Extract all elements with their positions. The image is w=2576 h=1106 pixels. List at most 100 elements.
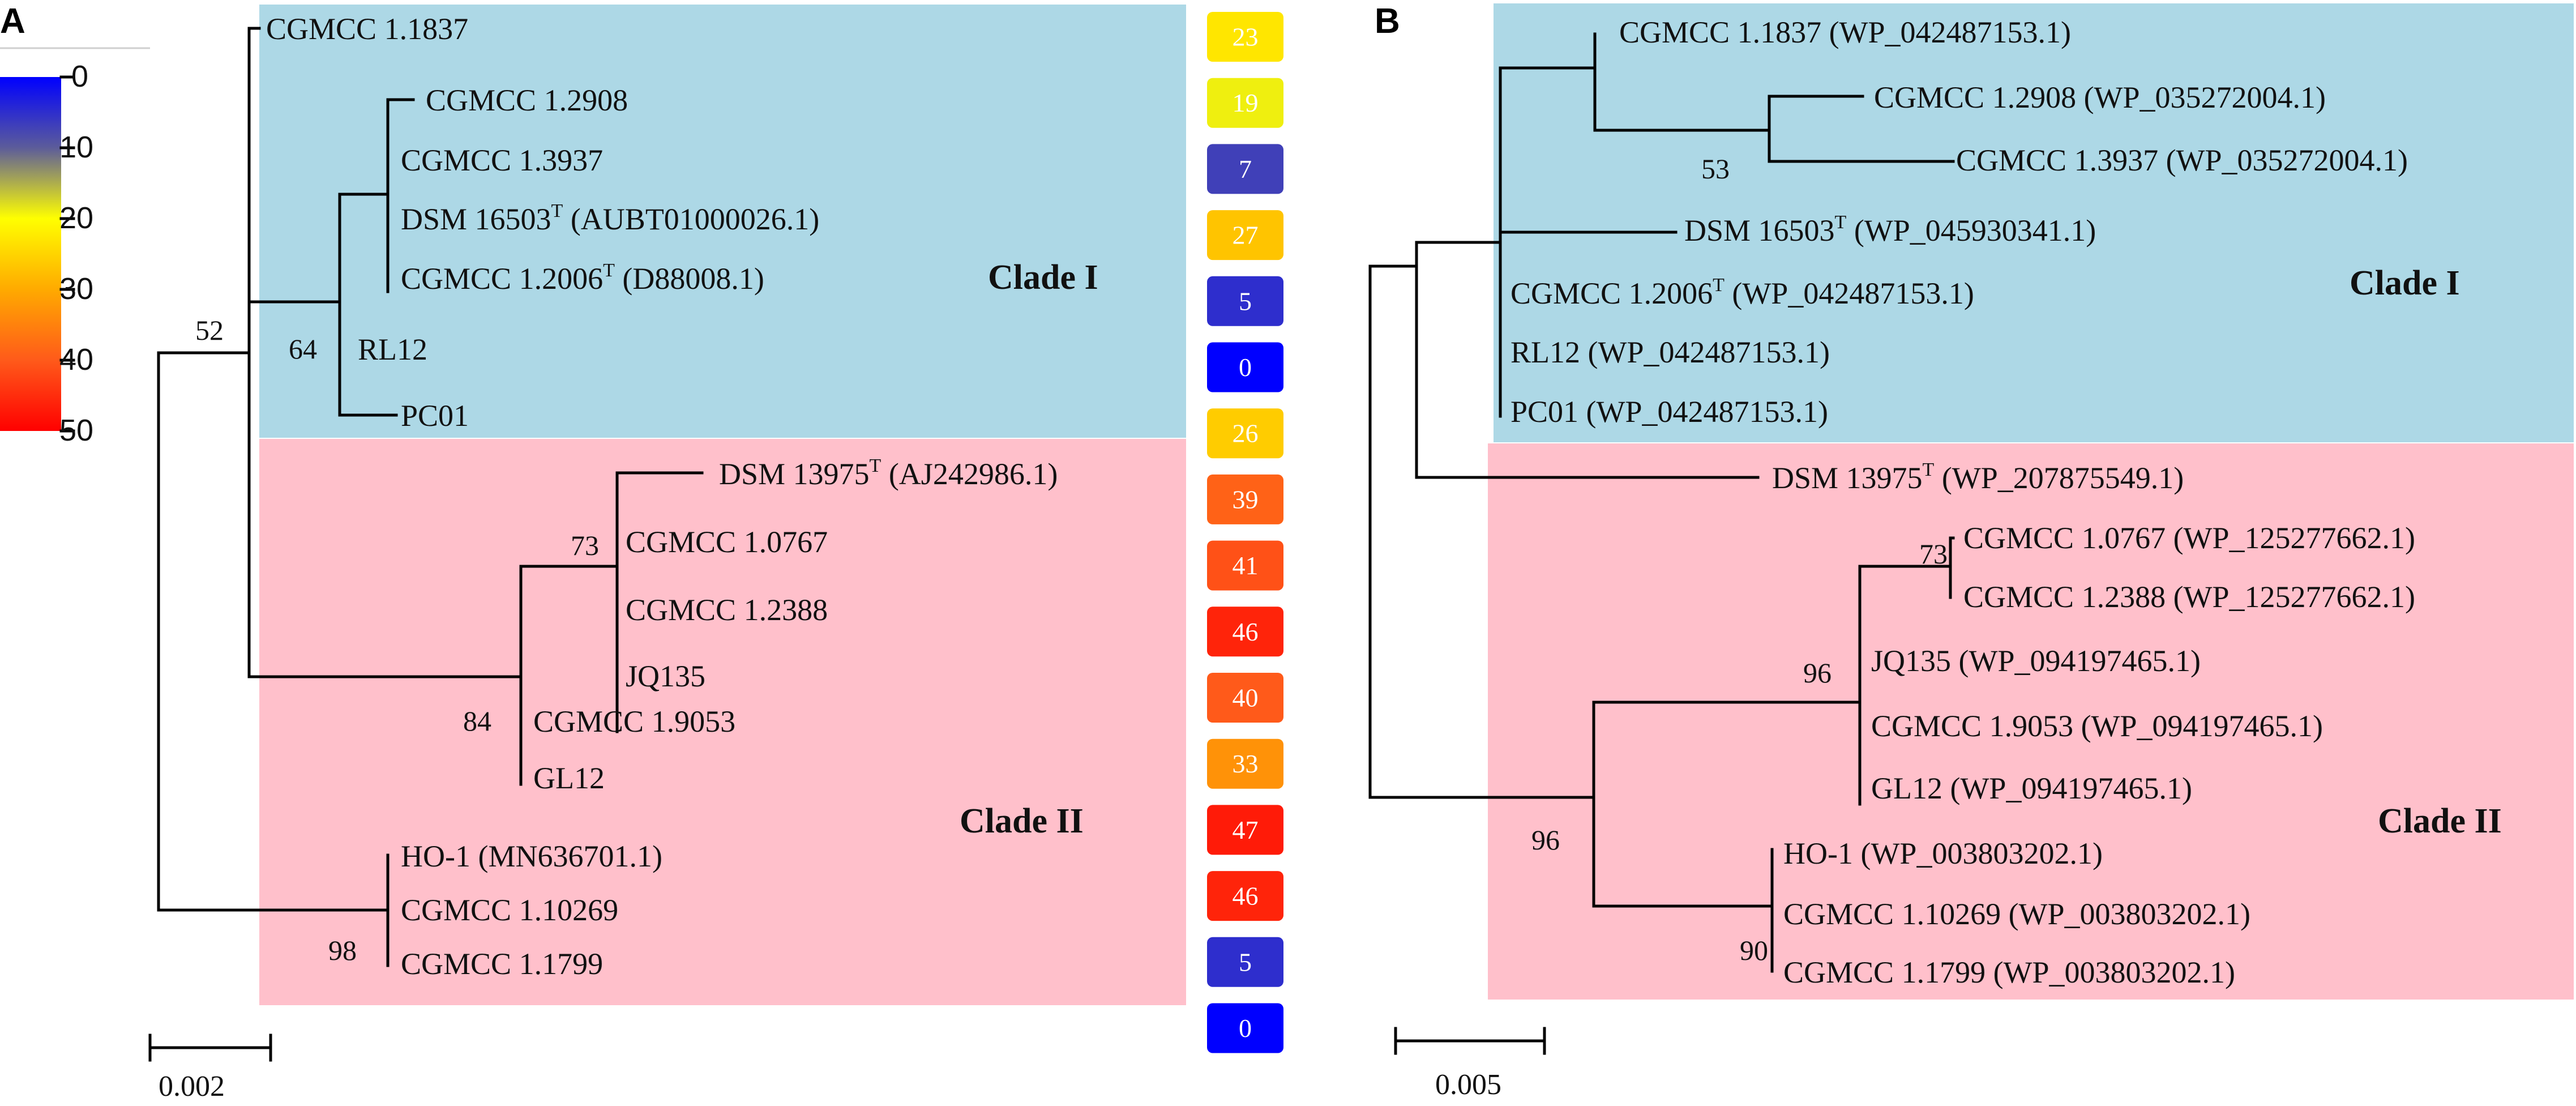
- leaf-label: HO-1 (WP_003803202.1): [1783, 836, 2103, 870]
- heat-box-value: 47: [1233, 815, 1259, 844]
- leaf-label: DSM 16503T (AUBT01000026.1): [401, 200, 819, 236]
- bootstrap-value: 96: [1803, 657, 1832, 689]
- leaf-label: PC01: [401, 399, 469, 433]
- leaf-label: CGMCC 1.1799 (WP_003803202.1): [1783, 955, 2235, 989]
- heat-box-value: 33: [1233, 749, 1259, 778]
- leaf-label: JQ135: [626, 659, 705, 693]
- heat-box: [1207, 871, 1283, 921]
- heat-boxes: 23 19 7 27 5 0 26 39 41 46 40 33 47 46 5 0: [1207, 12, 1283, 1053]
- heat-box-value: 39: [1233, 485, 1259, 514]
- heat-box: [1207, 12, 1283, 62]
- leaf-label: GL12: [533, 761, 605, 795]
- bootstrap-value: 64: [289, 333, 317, 365]
- leaf-label: GL12 (WP_094197465.1): [1871, 771, 2192, 805]
- legend-tick-label: 0: [71, 59, 88, 93]
- heat-box-value: 0: [1239, 353, 1252, 382]
- bootstrap-value: 98: [328, 934, 357, 966]
- heat-box-value: 27: [1233, 221, 1259, 250]
- heat-box: [1207, 937, 1283, 987]
- clade-2-label-b: Clade II: [2378, 802, 2502, 840]
- heat-box: [1207, 342, 1283, 392]
- heat-box-value: 23: [1233, 23, 1259, 52]
- clade-1-background: [259, 5, 1186, 438]
- heat-box: [1207, 210, 1283, 261]
- leaf-label: CGMCC 1.9053: [533, 704, 735, 738]
- clade-1-background-b: [1494, 3, 2574, 442]
- scale-bar-label: 0.002: [159, 1070, 225, 1103]
- panel-a: A Clade I Clade II 0 10 20 30 40 50: [0, 2, 1283, 1103]
- clade-2-background: [259, 439, 1186, 1005]
- tree-a-leaves: CGMCC 1.1837 CGMCC 1.2908 CGMCC 1.3937 D…: [266, 12, 1058, 981]
- heat-box-value: 46: [1233, 617, 1259, 646]
- clade-1-label: Clade I: [988, 258, 1098, 297]
- scale-bar-b: 0.005: [1394, 1027, 1546, 1101]
- heat-box-value: 19: [1233, 88, 1259, 117]
- tree-b-leaves: CGMCC 1.1837 (WP_042487153.1) CGMCC 1.29…: [1510, 15, 2415, 989]
- heat-box-value: 26: [1233, 419, 1259, 448]
- leaf-label: CGMCC 1.3937: [401, 143, 603, 177]
- legend-tick-label: 30: [59, 272, 93, 306]
- tree-b-branches: [1368, 32, 1955, 973]
- legend-tick-label: 10: [59, 130, 93, 164]
- leaf-label: CGMCC 1.10269: [401, 893, 618, 927]
- clade-2-label: Clade II: [960, 802, 1084, 840]
- leaf-label: CGMCC 1.2006T (WP_042487153.1): [1510, 275, 1974, 310]
- bootstrap-value: 73: [571, 529, 599, 561]
- panel-a-letter: A: [0, 2, 25, 41]
- legend-tick-label: 40: [59, 343, 93, 377]
- heat-box: [1207, 276, 1283, 326]
- bootstrap-value: 52: [195, 314, 224, 346]
- heat-box-value: 5: [1239, 947, 1252, 976]
- panel-b: B Clade I Clade II: [1368, 2, 2574, 1101]
- color-legend-gradient: [0, 77, 61, 431]
- heat-box: [1207, 1003, 1283, 1053]
- heat-box: [1207, 738, 1283, 789]
- leaf-label: CGMCC 1.1799: [401, 947, 603, 981]
- legend-tick-label: 50: [59, 413, 93, 447]
- heat-box-value: 7: [1239, 155, 1252, 183]
- leaf-label: CGMCC 1.1837 (WP_042487153.1): [1619, 15, 2071, 49]
- heat-box-value: 5: [1239, 287, 1252, 315]
- leaf-label: CGMCC 1.3937 (WP_035272004.1): [1956, 143, 2408, 177]
- leaf-label: CGMCC 1.1837: [266, 12, 468, 46]
- bootstrap-value: 96: [1531, 824, 1560, 856]
- leaf-label: CGMCC 1.2908 (WP_035272004.1): [1874, 80, 2326, 114]
- heat-box: [1207, 408, 1283, 459]
- bootstrap-value: 73: [1919, 538, 1948, 570]
- color-legend: 0 10 20 30 40 50: [0, 47, 150, 447]
- heat-box: [1207, 474, 1283, 524]
- leaf-label: RL12 (WP_042487153.1): [1510, 335, 1830, 369]
- heat-box: [1207, 673, 1283, 723]
- leaf-label: CGMCC 1.2908: [426, 83, 628, 117]
- leaf-label: CGMCC 1.0767 (WP_125277662.1): [1963, 521, 2415, 555]
- heat-box-value: 46: [1233, 882, 1259, 911]
- heat-box: [1207, 144, 1283, 194]
- bootstrap-value: 90: [1740, 934, 1768, 966]
- heat-box: [1207, 540, 1283, 591]
- heat-box-value: 41: [1233, 551, 1259, 580]
- heat-box-value: 40: [1233, 684, 1259, 712]
- scale-bar-a: 0.002: [148, 1034, 272, 1103]
- leaf-label: CGMCC 1.2388 (WP_125277662.1): [1963, 580, 2415, 614]
- legend-tick-label: 20: [59, 201, 93, 235]
- heat-box: [1207, 607, 1283, 657]
- leaf-label: CGMCC 1.2388: [626, 593, 828, 627]
- leaf-label: JQ135 (WP_094197465.1): [1871, 644, 2201, 678]
- tree-a-branches: [157, 27, 704, 967]
- clade-1-label-b: Clade I: [2350, 264, 2460, 302]
- heat-box-value: 0: [1239, 1014, 1252, 1043]
- bootstrap-value: 84: [463, 705, 491, 737]
- leaf-label: CGMCC 1.0767: [626, 525, 828, 559]
- leaf-label: CGMCC 1.9053 (WP_094197465.1): [1871, 709, 2323, 743]
- scale-bar-label: 0.005: [1435, 1069, 1501, 1101]
- heat-box: [1207, 78, 1283, 128]
- leaf-label: PC01 (WP_042487153.1): [1510, 395, 1828, 429]
- bootstrap-value: 53: [1701, 153, 1730, 185]
- leaf-label: DSM 16503T (WP_045930341.1): [1684, 212, 2096, 247]
- leaf-label: HO-1 (MN636701.1): [401, 839, 662, 873]
- panel-b-letter: B: [1375, 2, 1400, 41]
- leaf-label: RL12: [358, 332, 427, 366]
- heat-box: [1207, 805, 1283, 855]
- leaf-label: DSM 13975T (AJ242986.1): [719, 455, 1058, 491]
